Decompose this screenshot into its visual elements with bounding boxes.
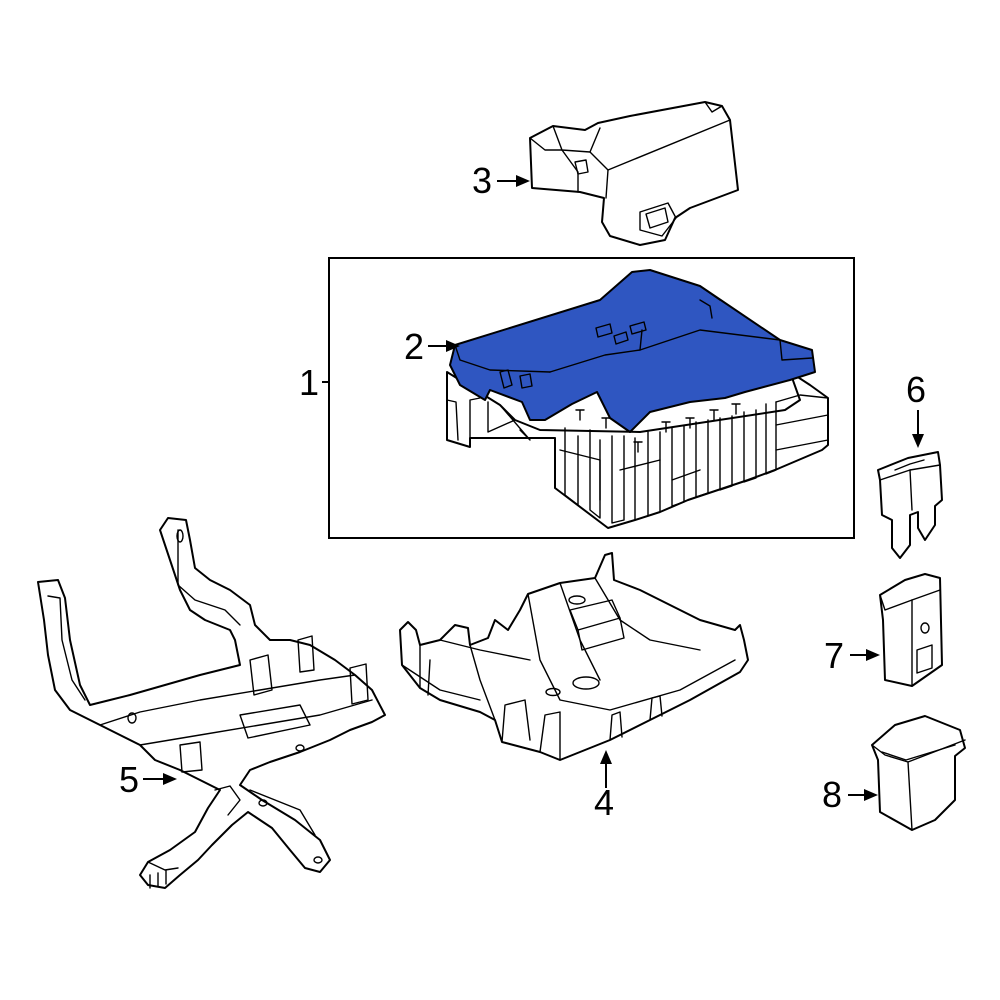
part-7-cartridge-fuse[interactable] xyxy=(879,573,943,687)
callout-2-number: 2 xyxy=(404,326,424,367)
callout-3: 3 xyxy=(472,160,530,201)
callout-6-arrowhead xyxy=(912,434,924,448)
callout-1: 1 xyxy=(299,362,330,403)
callout-4-number: 4 xyxy=(594,782,614,823)
callout-6: 6 xyxy=(906,369,926,448)
callout-8-number: 8 xyxy=(822,774,842,815)
callout-8: 8 xyxy=(822,774,878,815)
callout-8-arrowhead xyxy=(864,789,878,801)
callout-4-arrowhead xyxy=(600,750,612,764)
callout-2-arrowhead xyxy=(446,340,460,352)
part-5-mounting-bracket[interactable] xyxy=(37,517,386,889)
callout-7: 7 xyxy=(824,635,880,676)
part-4-lower-tray[interactable] xyxy=(399,552,749,761)
callout-6-number: 6 xyxy=(906,369,926,410)
callout-5-arrowhead xyxy=(163,773,177,785)
part-1-fuse-box-body[interactable] xyxy=(446,371,829,529)
callout-5: 5 xyxy=(119,759,177,800)
part-6-blade-fuse[interactable] xyxy=(877,451,943,559)
callout-7-number: 7 xyxy=(824,635,844,676)
callout-3-arrowhead xyxy=(516,175,530,187)
part-3-upper-cover[interactable] xyxy=(529,101,739,246)
callout-1-number: 1 xyxy=(299,362,319,403)
callout-4: 4 xyxy=(594,750,614,823)
part-2-top-cover-highlighted[interactable] xyxy=(449,269,816,433)
callout-2: 2 xyxy=(404,326,460,367)
callout-5-number: 5 xyxy=(119,759,139,800)
callout-7-arrowhead xyxy=(866,649,880,661)
part-8-jcase-fuse[interactable] xyxy=(871,715,966,831)
part-1-assembly-frame xyxy=(328,257,855,539)
callout-3-number: 3 xyxy=(472,160,492,201)
